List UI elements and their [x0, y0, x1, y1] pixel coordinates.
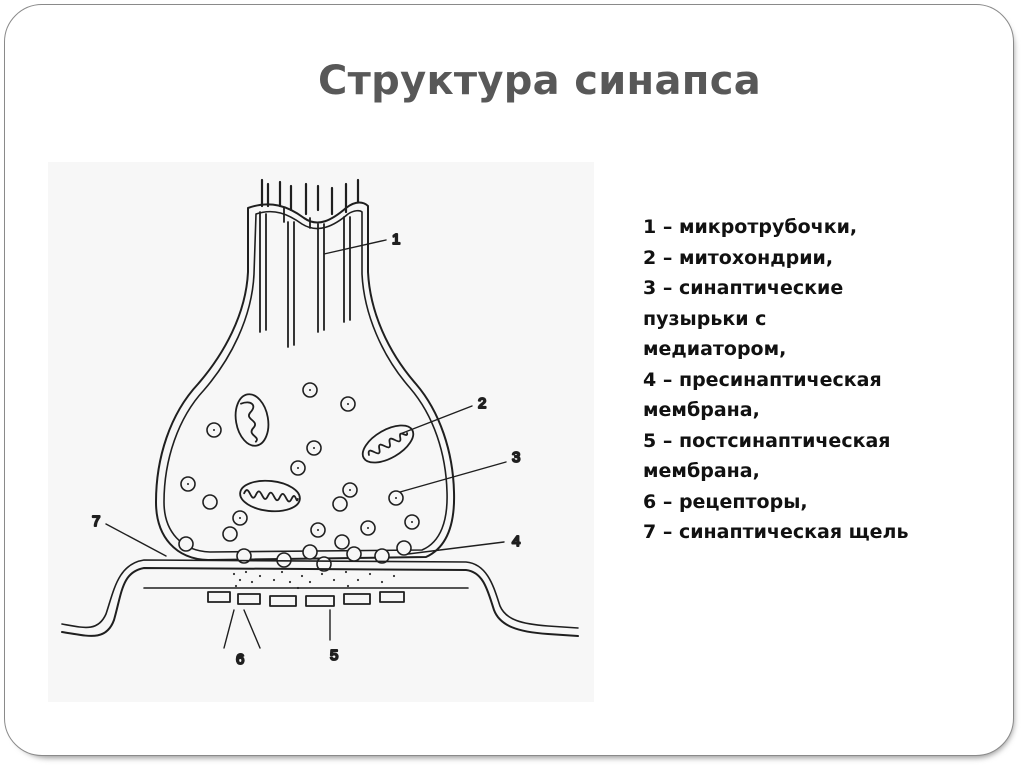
- callout-number-5: 5: [330, 647, 338, 664]
- callout-number-7: 7: [92, 513, 100, 530]
- legend-item: пузырьки с: [643, 307, 767, 330]
- legend-item: 6 – рецепторы,: [643, 490, 808, 513]
- callout-lines: [105, 239, 507, 649]
- postsynaptic-membrane: [61, 567, 579, 637]
- legend-item: 1 – микротрубочки,: [643, 216, 858, 238]
- callout-number-6: 6: [236, 651, 244, 668]
- legend-item: 7 – синаптическая щель: [643, 521, 909, 543]
- microtubules: [259, 207, 351, 348]
- callout-number-3: 3: [512, 449, 520, 466]
- legend-item: 5 – постсинаптическая: [643, 429, 891, 452]
- callout-number-1: 1: [392, 231, 400, 248]
- synaptic-vesicles: [178, 382, 420, 572]
- microtubule-ends: [260, 178, 360, 216]
- vesicle-dots: [187, 389, 413, 531]
- legend-list: 1 – микротрубочки, 2 – митохондрии, 3 – …: [643, 212, 973, 548]
- legend-item: мембрана,: [643, 399, 760, 421]
- legend-item: 3 – синаптические: [643, 277, 844, 299]
- postsynaptic-membrane-inner: [61, 559, 579, 629]
- receptors: [207, 591, 405, 607]
- synapse-diagram: 1 2 3 4 5 6 7: [48, 162, 594, 702]
- legend-item: медиатором,: [643, 338, 787, 360]
- presynaptic-terminal: [155, 201, 456, 561]
- mediator-particles: [232, 570, 396, 590]
- legend-item: мембрана,: [643, 460, 760, 482]
- callout-number-4: 4: [512, 533, 520, 550]
- presynaptic-inner-membrane: [163, 209, 448, 553]
- callout-number-2: 2: [478, 395, 486, 412]
- page-title: Структура синапса: [318, 58, 762, 104]
- legend-item: 2 – митохондрии,: [643, 246, 834, 269]
- legend-item: 4 – пресинаптическая: [643, 368, 882, 391]
